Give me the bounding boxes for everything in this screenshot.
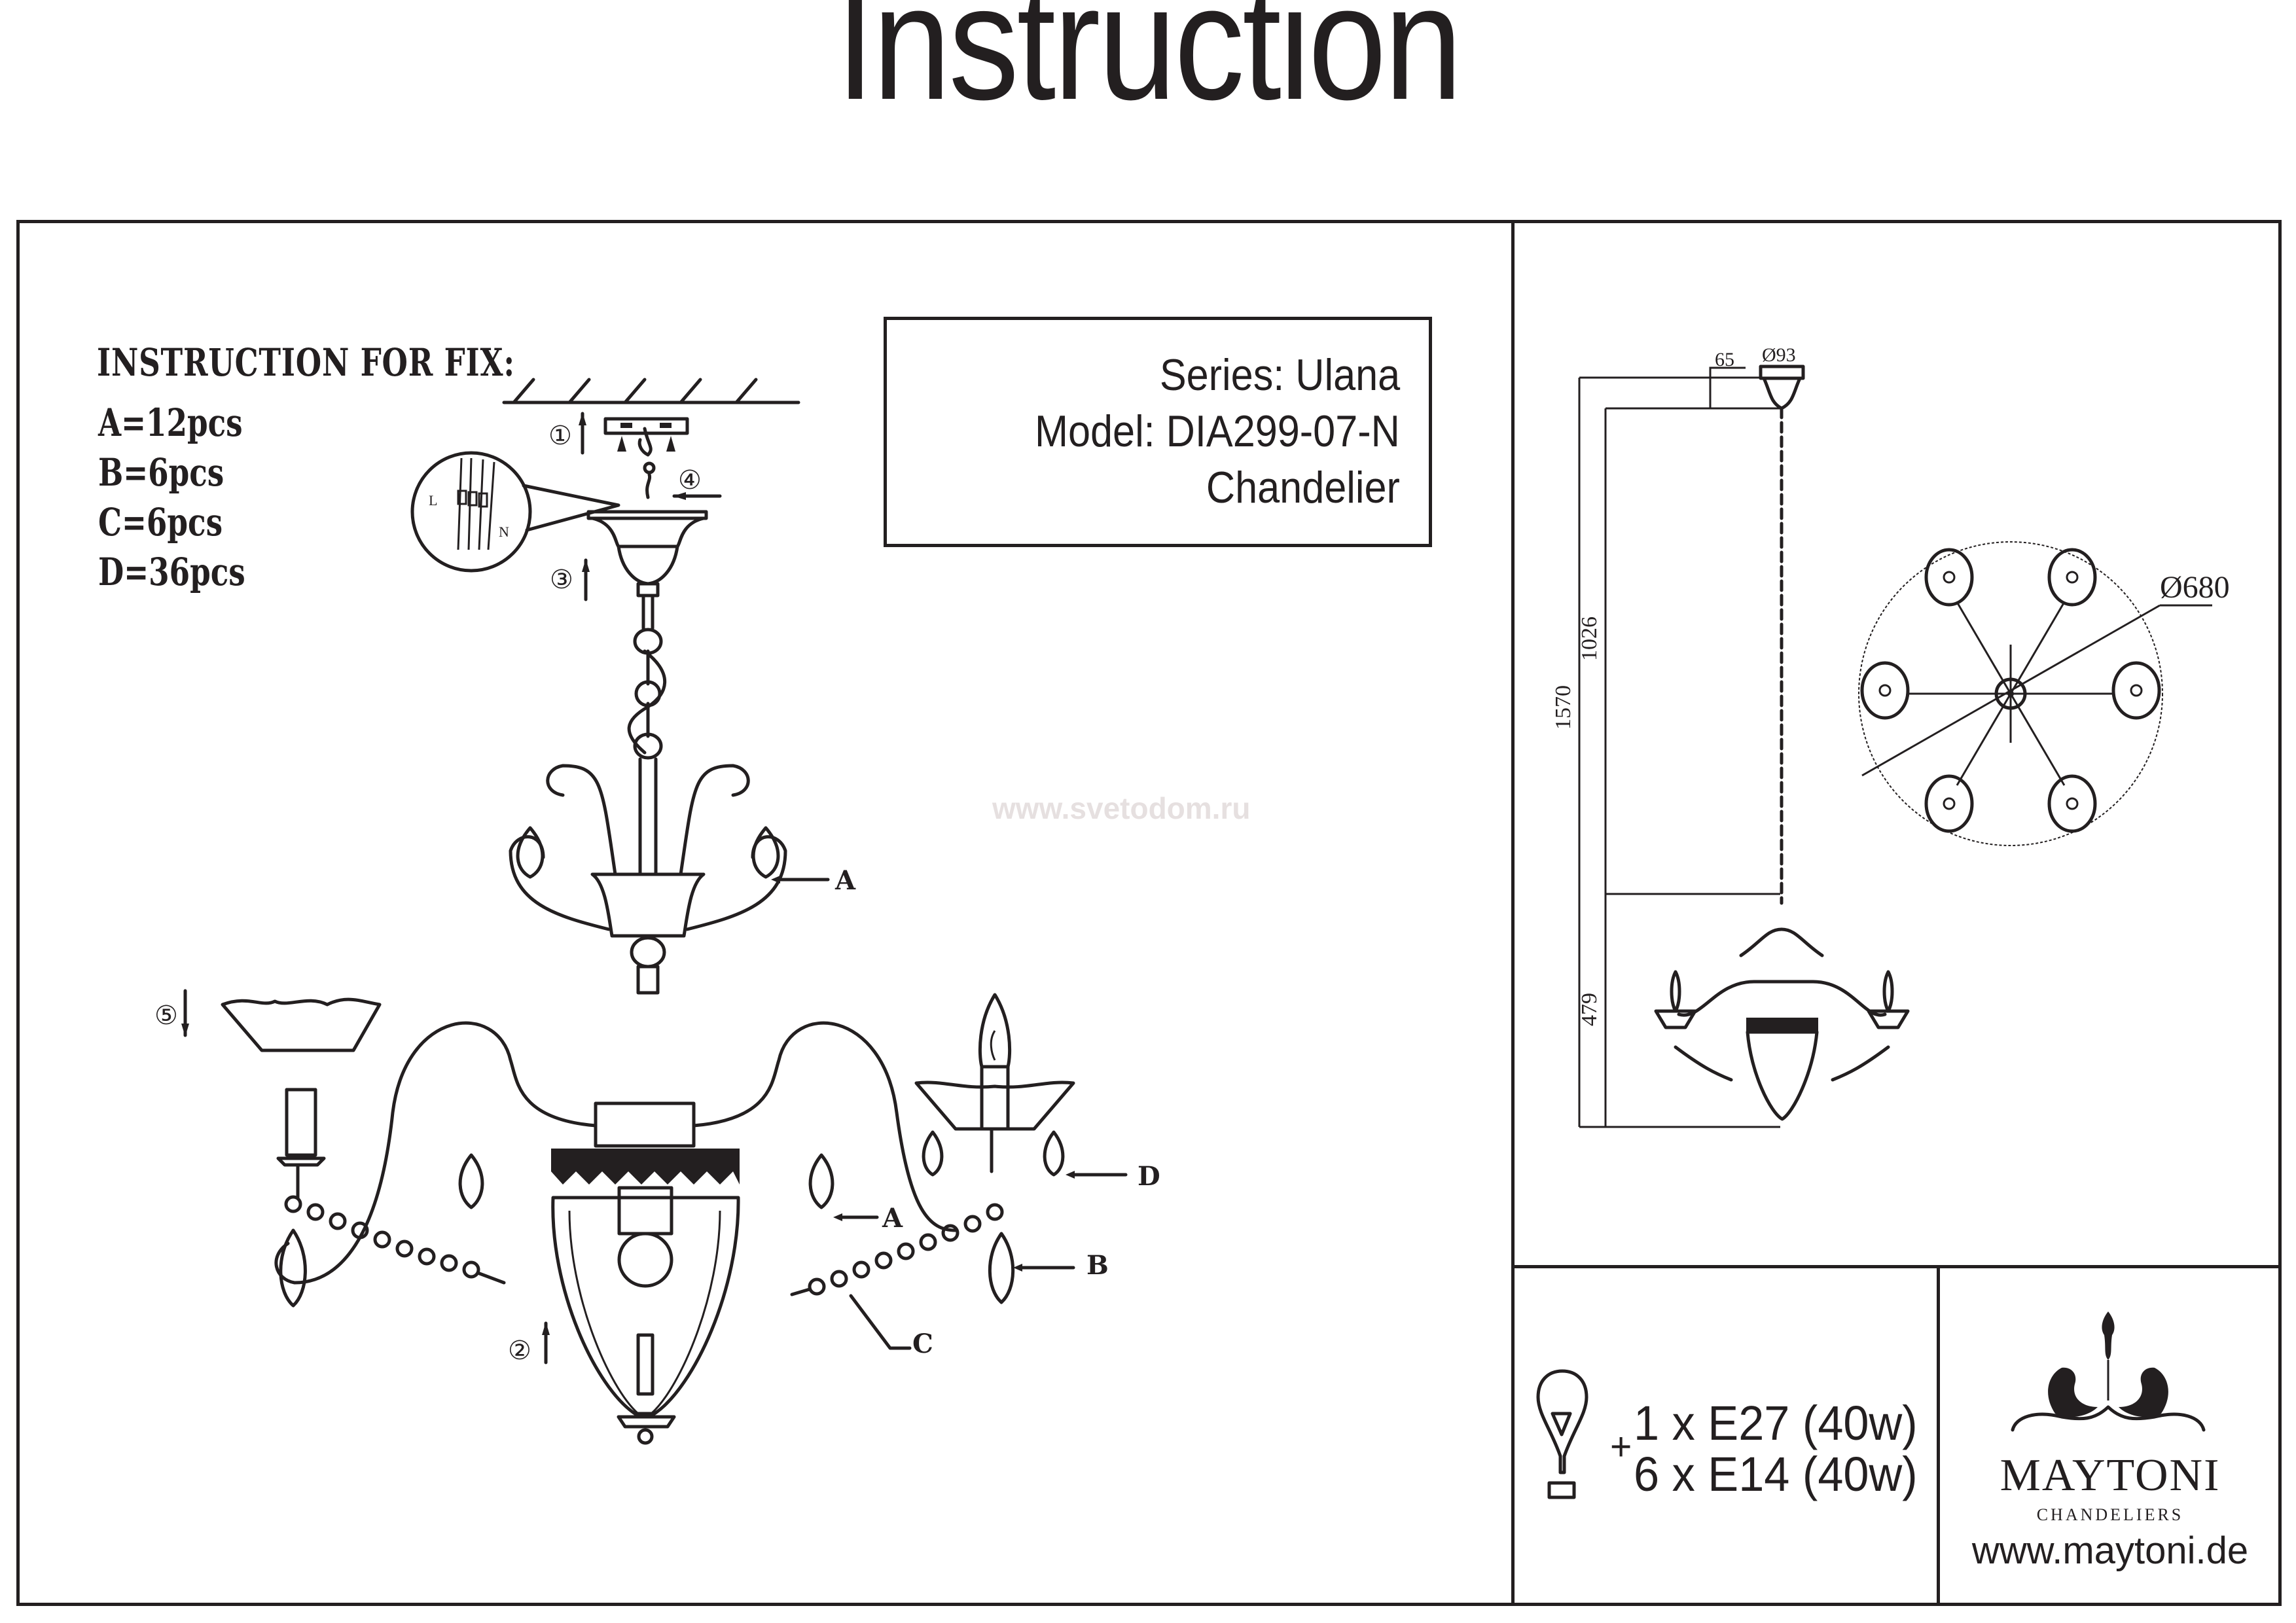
- upper-arms-icon: [509, 764, 787, 995]
- dim-body-height: 479: [1577, 993, 1602, 1026]
- wiring-detail-icon: [410, 451, 620, 573]
- light-bulb-icon: [1536, 1369, 1588, 1499]
- bulb-line-2: 6 x E14 (40w): [1634, 1447, 1918, 1501]
- left-candle-icon: [221, 997, 382, 1200]
- fix-heading: INSTRUCTION FOR FIX:: [97, 340, 515, 385]
- callout-c: C: [912, 1329, 933, 1359]
- bulb-spec: + 1 x E27 (40w) 6 x E14 (40w): [1597, 1387, 1937, 1518]
- center-lantern-icon: [551, 1101, 740, 1445]
- side-view-chandelier-icon: [1654, 365, 1910, 1121]
- callout-a-lower: A: [882, 1203, 903, 1234]
- dimension-lines: [1578, 365, 1803, 1128]
- type-line: Chandelier: [1206, 463, 1400, 512]
- dim-canopy-diameter: Ø93: [1762, 344, 1796, 366]
- step-1-badge: ①: [548, 421, 572, 450]
- part-count-b: B=6pcs: [98, 450, 224, 495]
- callout-b: B: [1086, 1250, 1109, 1281]
- outer-frame: [16, 220, 2282, 1606]
- ceiling-icon: [502, 378, 800, 404]
- wire-label-live: L: [429, 492, 438, 508]
- brand-url[interactable]: www.maytoni.de: [1971, 1529, 2249, 1572]
- callout-d: D: [1138, 1161, 1160, 1192]
- part-count-d: D=36pcs: [98, 550, 245, 594]
- step-2-badge: ②: [508, 1336, 531, 1365]
- garland-c-icon: [284, 1195, 1004, 1350]
- step-5-badge: ⑤: [154, 1001, 178, 1030]
- mounting-bracket-icon: [603, 417, 689, 457]
- step-arrows: [181, 412, 722, 1364]
- dim-canopy-height: 65: [1715, 349, 1734, 370]
- watermark: www.svetodom.ru: [992, 791, 1251, 825]
- top-view-diagram-icon: [1858, 541, 2212, 846]
- crystal-a-upper-icon: [516, 826, 830, 883]
- bulb-line-1: 1 x E27 (40w): [1634, 1396, 1918, 1450]
- part-count-c: C=6pcs: [98, 500, 223, 544]
- step-3-badge: ③: [550, 565, 573, 594]
- callout-a-upper: A: [835, 865, 856, 896]
- right-candle-icon: [914, 993, 1075, 1173]
- wire-label-neutral: N: [499, 524, 509, 540]
- product-info-box: Series: Ulana Model: DIA299-07-N Chandel…: [884, 317, 1432, 547]
- brand-subtitle: CHANDELIERS: [2036, 1505, 2184, 1524]
- divider-horizontal-right: [1511, 1265, 2282, 1268]
- dim-overall-diameter: Ø680: [2160, 570, 2230, 605]
- divider-vertical-main: [1511, 220, 1515, 1606]
- document-title: Instruction: [835, 0, 1462, 134]
- step-4-badge: ④: [678, 465, 702, 495]
- crystal-drops-icon: [279, 1130, 1128, 1308]
- model-line: Model: DIA299-07-N: [1035, 406, 1400, 456]
- bulb-plus: +: [1610, 1425, 1632, 1469]
- maytoni-logo-icon: [2011, 1311, 2206, 1432]
- lower-arms-icon: [274, 1021, 958, 1285]
- dim-chain-length: 1026: [1577, 616, 1602, 661]
- brand-name: MAYTONI: [2000, 1450, 2221, 1501]
- series-line: Series: Ulana: [1159, 350, 1400, 400]
- dim-total-height: 1570: [1551, 685, 1575, 730]
- part-count-a: A=12pcs: [98, 401, 243, 445]
- chain-icon: [627, 594, 667, 876]
- divider-vertical-footer: [1937, 1265, 1940, 1606]
- canopy-icon: [586, 461, 708, 597]
